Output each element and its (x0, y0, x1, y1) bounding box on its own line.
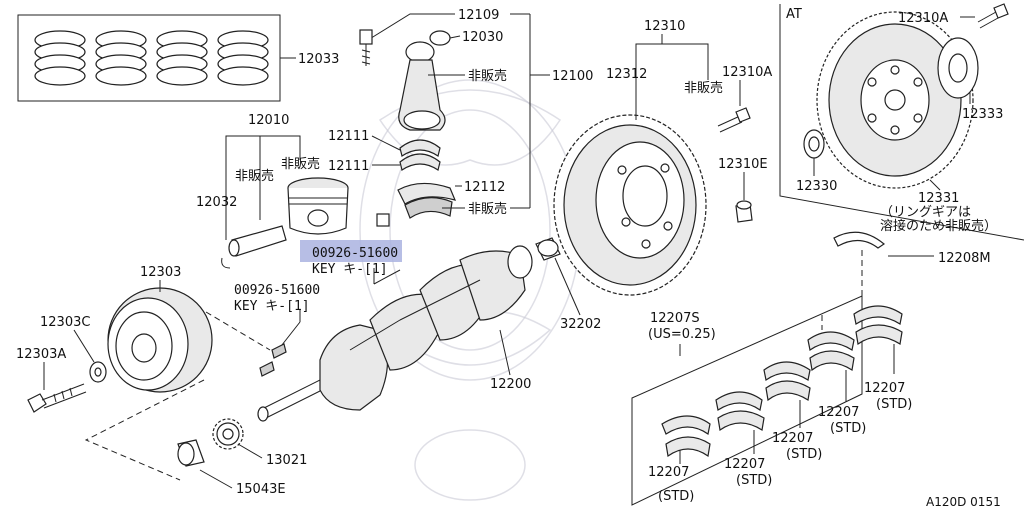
main-bearing-pair-5 (853, 305, 903, 346)
label-12310E: 12310E (718, 157, 768, 172)
thrust-washer (833, 231, 886, 249)
pin-clip (221, 257, 231, 269)
label-12310: 12310 (644, 19, 685, 34)
main-bearing-pair-1 (661, 415, 711, 458)
label-12033: 12033 (298, 52, 339, 67)
pulley-washer (89, 361, 107, 383)
label-12207S: 12207S (650, 311, 700, 326)
ring-set-1 (34, 30, 86, 86)
flywheel-bolt (717, 107, 751, 133)
key-callout: 00926-51600 KEY キ-[1] (234, 283, 320, 377)
label-12331: 12331 (918, 191, 959, 206)
at-bolt (977, 3, 1009, 29)
label-12333: 12333 (962, 107, 1003, 122)
label-nfs-fly: 非販売 (684, 80, 723, 96)
key-text: KEY キ-[1] (234, 299, 310, 314)
label-nfs-pin: 非販売 (235, 168, 274, 184)
rod-cap (397, 182, 457, 219)
bearing-shell-upper (399, 139, 441, 171)
label-nfs-piston: 非販売 (281, 156, 320, 172)
rod-nut (376, 213, 390, 227)
reinforcement-plate (937, 37, 979, 99)
label-12310A-mid: 12310A (722, 65, 772, 80)
ring-set-3 (156, 30, 208, 86)
label-12010: 12010 (248, 113, 289, 128)
label-b1-std: (STD) (658, 489, 694, 504)
label-b2-std: (STD) (736, 473, 772, 488)
label-12111-b: 12111 (328, 159, 369, 174)
label-12331-note1: （リングギアは (880, 205, 971, 220)
label-12030: 12030 (462, 30, 503, 45)
label-12207S-us: (US=0.25) (648, 327, 716, 342)
crank-pulley (107, 287, 213, 393)
label-12303A: 12303A (16, 347, 66, 362)
pilot-bushing (535, 237, 561, 261)
main-bearing-pair-2 (715, 391, 765, 432)
label-12200: 12200 (490, 377, 531, 392)
piston (287, 177, 349, 235)
flywheel-dowel (735, 200, 753, 223)
pulley-bolt (27, 383, 87, 413)
connecting-rod (398, 41, 446, 131)
label-nfs-cap: 非販売 (468, 201, 507, 217)
piston-pin (228, 225, 287, 257)
label-b5-std: (STD) (876, 397, 912, 412)
key-hl-text: KEY キ-[1] (312, 262, 388, 277)
label-b2-num: 12207 (724, 457, 765, 472)
adapter-plate (803, 129, 825, 159)
connecting-rod-group: 12109 12100 12030 非販売 1211 (328, 8, 593, 227)
label-nfs-rod: 非販売 (468, 68, 507, 84)
label-12112: 12112 (464, 180, 505, 195)
timing-sprocket (212, 418, 244, 450)
label-b4-num: 12207 (818, 405, 859, 420)
label-12331-note2: 溶接のため非販売） (880, 218, 997, 234)
ring-set-2 (95, 30, 147, 86)
label-12330: 12330 (796, 179, 837, 194)
crank-spacer (177, 439, 205, 467)
label-12208M: 12208M (938, 251, 991, 266)
piston-rings-group: 12033 (17, 14, 339, 102)
flywheel (553, 114, 707, 296)
label-b5-num: 12207 (864, 381, 905, 396)
label-AT: AT (786, 7, 802, 22)
woodruff-key-1 (271, 343, 287, 359)
label-12312: 12312 (606, 67, 647, 82)
figure-id: A120D 0151 (926, 495, 1001, 509)
main-bearing-pair-4 (807, 331, 855, 372)
label-12109: 12109 (458, 8, 499, 23)
label-b4-std: (STD) (830, 421, 866, 436)
ring-set-4 (217, 30, 269, 86)
label-32202: 32202 (560, 317, 601, 332)
main-bearing-pair-3 (763, 361, 811, 402)
label-12100: 12100 (552, 69, 593, 84)
crankshaft (257, 245, 533, 422)
key-callout-highlighted: 00926-51600 KEY キ-[1] (300, 240, 402, 285)
label-12303C: 12303C (40, 315, 90, 330)
main-bearings-group: 12207S (US=0.25) 12207 (STD) 12207 (S (631, 295, 912, 506)
key-code: 00926-51600 (234, 283, 320, 298)
drive-plate (816, 11, 974, 189)
label-b3-num: 12207 (772, 431, 813, 446)
piston-group: 12010 非販売 非販売 12032 (196, 113, 349, 269)
label-b1-num: 12207 (648, 465, 689, 480)
label-12303: 12303 (140, 265, 181, 280)
label-15043E: 15043E (236, 482, 286, 497)
small-end-bushing (429, 30, 461, 46)
label-12032: 12032 (196, 195, 237, 210)
at-section: AT 12310A 12333 12330 (779, 3, 1024, 241)
label-b3-std: (STD) (786, 447, 822, 462)
label-12310A-at: 12310A (898, 11, 948, 26)
rod-bolt (359, 29, 373, 66)
key-hl-code: 00926-51600 (312, 246, 398, 261)
label-13021: 13021 (266, 453, 307, 468)
label-12111-a: 12111 (328, 129, 369, 144)
woodruff-key-2 (259, 361, 275, 377)
